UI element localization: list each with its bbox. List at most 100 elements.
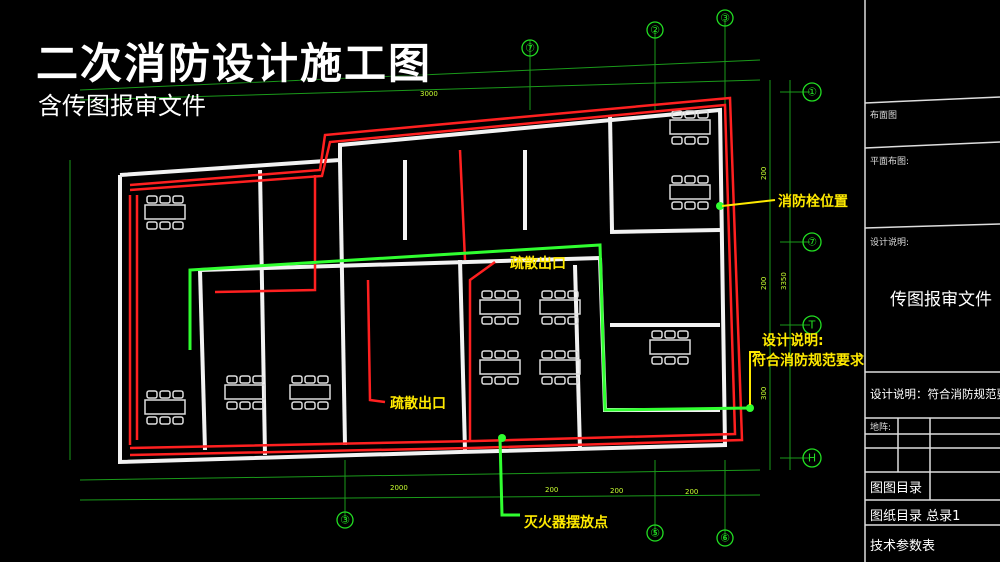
axis-grid xyxy=(69,20,810,540)
table xyxy=(539,299,581,315)
hydrant-marker xyxy=(716,202,724,210)
chair xyxy=(317,401,329,410)
axis-label: ② xyxy=(650,24,660,37)
axis-label: ⑤ xyxy=(650,527,660,540)
chair xyxy=(671,110,683,119)
extinguisher-marker xyxy=(498,434,506,442)
exit-annotation: 疏散出口 xyxy=(390,395,446,412)
chair xyxy=(664,330,676,339)
chair xyxy=(507,376,519,385)
chair xyxy=(671,201,683,210)
chair xyxy=(554,316,566,325)
chair xyxy=(304,375,316,384)
chair xyxy=(481,316,493,325)
svg-text:200: 200 xyxy=(760,277,768,290)
chair xyxy=(541,350,553,359)
chair xyxy=(159,195,171,204)
table xyxy=(649,339,691,355)
exit-annotation: 疏散出口 xyxy=(510,255,566,272)
chair xyxy=(507,350,519,359)
chair xyxy=(239,375,251,384)
chair xyxy=(494,290,506,299)
fire-sprinkler-pipes xyxy=(128,96,744,457)
table xyxy=(539,359,581,375)
chair xyxy=(684,201,696,210)
tb-catalog2: 图纸目录 总录1 xyxy=(870,509,960,524)
chair xyxy=(507,290,519,299)
chair xyxy=(226,375,238,384)
axis-label: ⑥ xyxy=(720,532,730,545)
chair xyxy=(172,195,184,204)
svg-text:200: 200 xyxy=(610,487,623,495)
svg-text:200: 200 xyxy=(760,167,768,180)
chair xyxy=(146,416,158,425)
svg-text:200: 200 xyxy=(685,488,698,496)
chair xyxy=(567,290,579,299)
chair xyxy=(146,195,158,204)
chair xyxy=(239,401,251,410)
svg-text:2000: 2000 xyxy=(390,484,408,492)
chair xyxy=(671,136,683,145)
table xyxy=(479,299,521,315)
extinguisher-annotation: 灭火器摆放点 xyxy=(523,514,608,531)
chair xyxy=(651,356,663,365)
svg-text:200: 200 xyxy=(545,486,558,494)
chair xyxy=(252,401,264,410)
tb-row3: 设计说明: xyxy=(870,236,909,248)
chair xyxy=(494,350,506,359)
chair xyxy=(146,221,158,230)
axis-label: H xyxy=(808,452,816,465)
chair xyxy=(697,175,709,184)
chair xyxy=(554,290,566,299)
chair xyxy=(172,416,184,425)
tb-catalog: 图图目录 xyxy=(870,481,922,496)
chair xyxy=(159,416,171,425)
chair xyxy=(226,401,238,410)
title-block xyxy=(864,0,1000,562)
chair xyxy=(481,350,493,359)
chair xyxy=(554,376,566,385)
annotations: 消防栓位置 设计说明: 符合消防规范要求 疏散出口 疏散出口 灭火器摆放点 xyxy=(390,193,865,531)
design-note-label: 设计说明: xyxy=(762,332,824,349)
chair xyxy=(481,290,493,299)
chair xyxy=(541,316,553,325)
tb-row1: 布面图 xyxy=(870,109,897,121)
page-subtitle: 含传图报审文件 xyxy=(38,92,206,120)
chair xyxy=(697,110,709,119)
svg-text:300: 300 xyxy=(760,387,768,400)
chair xyxy=(697,201,709,210)
chair xyxy=(567,350,579,359)
chair xyxy=(481,376,493,385)
evacuation-route xyxy=(188,243,751,517)
chair xyxy=(684,136,696,145)
chair xyxy=(684,175,696,184)
chair xyxy=(494,376,506,385)
tb-row2: 平面布图: xyxy=(870,155,909,167)
svg-text:3350: 3350 xyxy=(780,272,788,290)
chair xyxy=(554,350,566,359)
chair xyxy=(172,390,184,399)
chair xyxy=(567,376,579,385)
table xyxy=(144,399,186,415)
axis-bubbles: ⑦ ② ③ ① ⑦ T H ③ ⑤ ⑥ xyxy=(336,9,822,547)
axis-label: ⑦ xyxy=(525,42,535,55)
chair xyxy=(146,390,158,399)
chair xyxy=(304,401,316,410)
table xyxy=(669,184,711,200)
tb-main: 传图报审文件 xyxy=(890,290,992,310)
chair xyxy=(252,375,264,384)
axis-label: ③ xyxy=(340,514,350,527)
axis-label: T xyxy=(808,319,816,332)
chair xyxy=(172,221,184,230)
axis-label: ⑦ xyxy=(807,236,817,249)
chair xyxy=(671,175,683,184)
dimension-labels: 3000 200 200 3350 300 2000 200 200 200 xyxy=(390,90,788,496)
table xyxy=(144,204,186,220)
chair xyxy=(677,356,689,365)
chair xyxy=(541,376,553,385)
table xyxy=(669,119,711,135)
chair xyxy=(697,136,709,145)
furniture xyxy=(144,110,711,425)
table xyxy=(479,359,521,375)
